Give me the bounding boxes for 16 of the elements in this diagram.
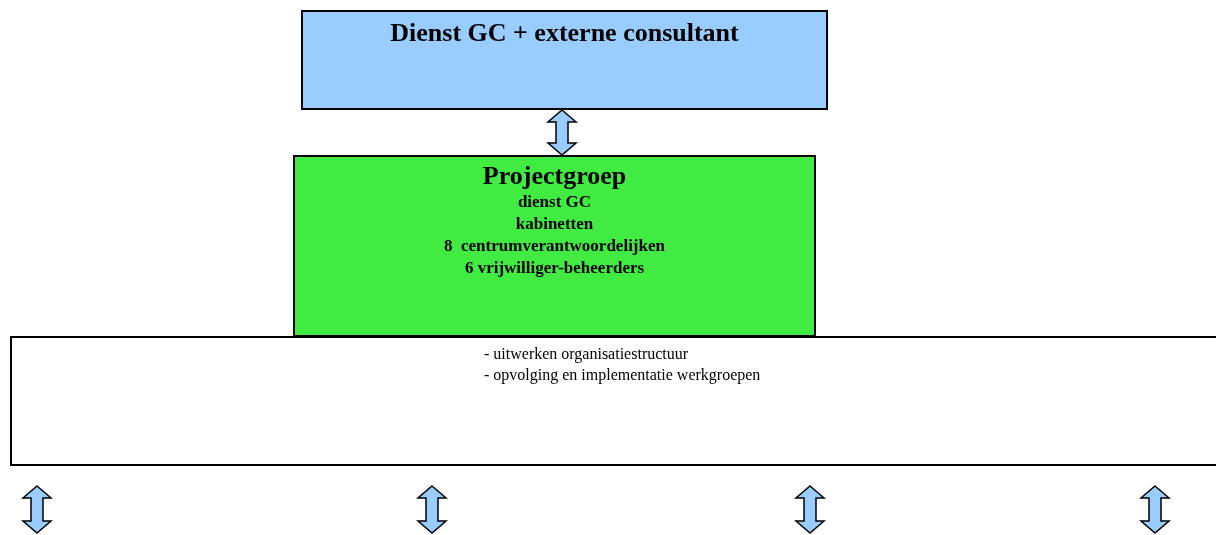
double-arrow bbox=[415, 485, 449, 534]
double-arrow bbox=[545, 109, 579, 156]
member-text: kabinetten bbox=[515, 213, 594, 235]
task-box bbox=[10, 336, 1216, 466]
member-text: 8 centrumverantwoordelijken bbox=[444, 235, 665, 258]
member-text: 6 vrijwilliger-beheerders bbox=[464, 257, 645, 280]
double-arrow bbox=[20, 485, 54, 534]
task-text: - opvolging en implementatie werkgroepen bbox=[484, 364, 761, 386]
box-heading: Projectgroep bbox=[482, 161, 627, 191]
group-box bbox=[293, 155, 816, 337]
double-arrow bbox=[1138, 485, 1172, 534]
title-box bbox=[301, 10, 828, 110]
member-text: dienst GC bbox=[517, 190, 592, 213]
box-heading: Dienst GC + externe consultant bbox=[390, 18, 739, 48]
double-arrow bbox=[793, 485, 827, 534]
task-text: - uitwerken organisatiestructuur bbox=[484, 344, 689, 365]
